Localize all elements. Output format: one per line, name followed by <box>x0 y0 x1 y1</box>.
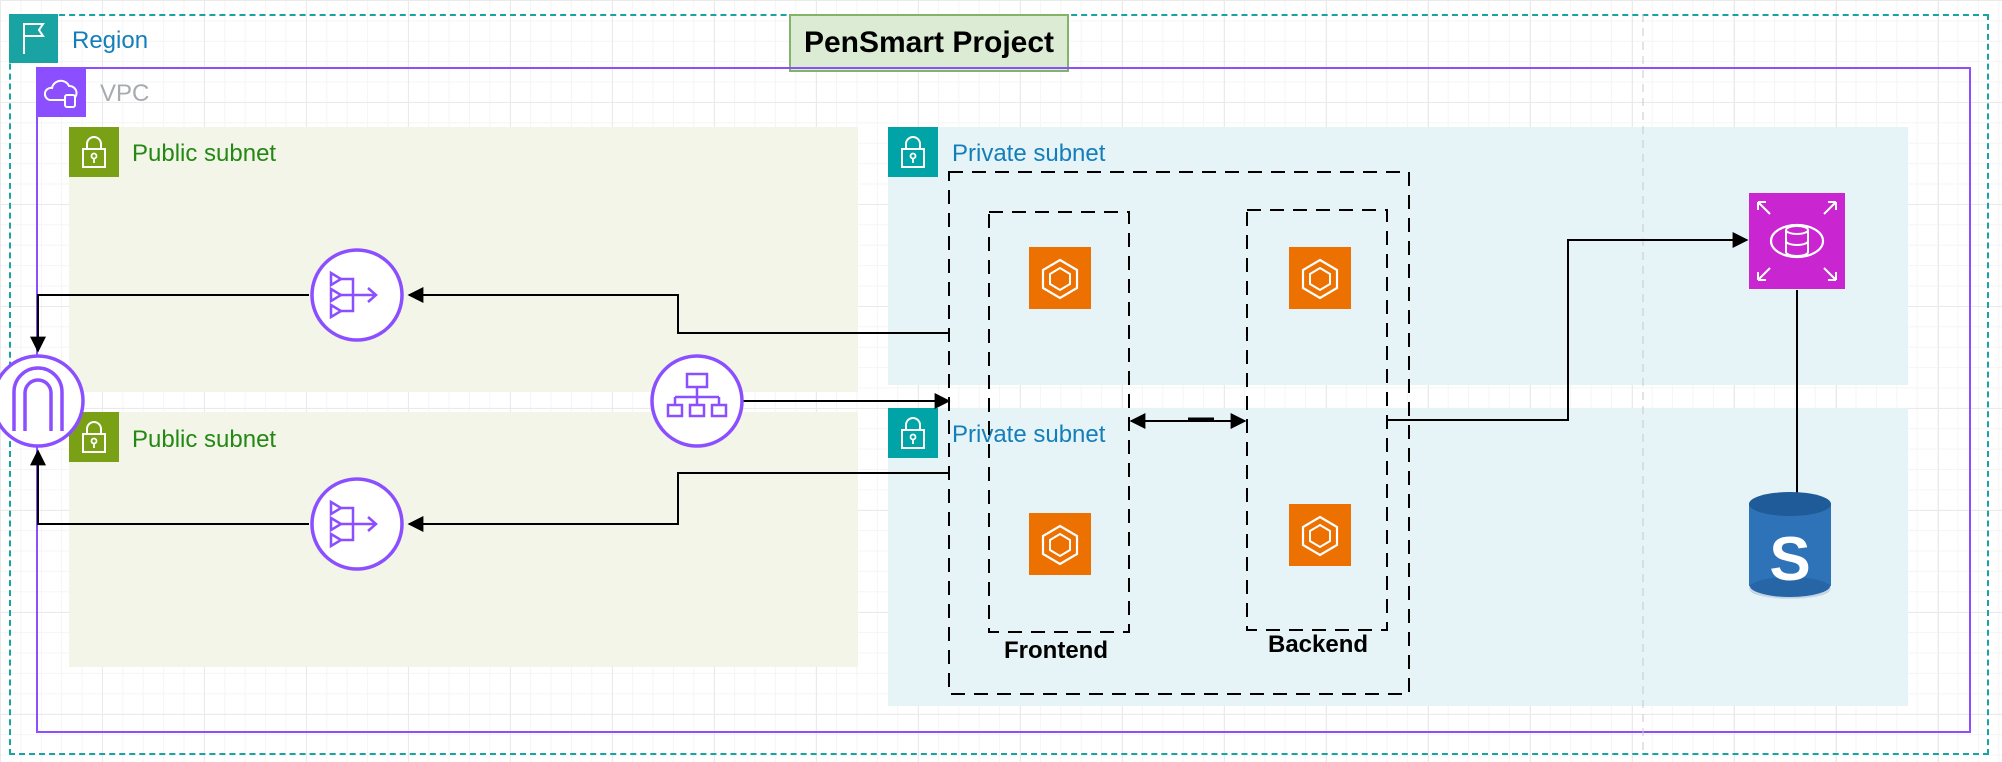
padlock-icon <box>888 127 938 177</box>
ecs-container-icon <box>1289 504 1351 566</box>
cluster-to-nat-top-arrow <box>407 287 949 334</box>
padlock-icon <box>69 127 119 177</box>
private-subnet-label: Private subnet <box>952 421 1106 448</box>
svg-text:S: S <box>1769 525 1810 594</box>
nat-gateway-icon <box>310 248 404 342</box>
nat-top-to-igw-arrow <box>30 294 309 353</box>
public-subnet-2 <box>69 412 858 667</box>
frontend-label: Frontend <box>1004 637 1108 664</box>
public-subnet-1 <box>69 127 858 392</box>
nat-gateway-icon <box>310 477 404 571</box>
rds-database-icon <box>1749 193 1845 289</box>
ecs-container-icon <box>1029 247 1091 309</box>
padlock-icon <box>888 408 938 458</box>
frontend-group-boundary <box>988 211 1130 633</box>
vpc-cloud-icon <box>36 67 86 117</box>
nat-bottom-to-igw-arrow <box>30 449 309 525</box>
load-balancer-icon <box>650 354 744 448</box>
region-flag-icon <box>9 14 58 63</box>
service-cluster-boundary <box>948 171 1410 695</box>
cluster-to-nat-bottom-arrow <box>407 472 949 532</box>
internet-gateway-icon <box>0 354 85 448</box>
backend-to-db-arrow <box>1387 232 1749 421</box>
region-label: Region <box>72 27 149 54</box>
public-subnet-label: Public subnet <box>132 426 277 453</box>
ecs-container-icon <box>1289 247 1351 309</box>
ecs-container-icon <box>1029 513 1091 575</box>
private-subnet-label: Private subnet <box>952 140 1106 167</box>
s3-bucket-icon: S <box>1748 492 1832 599</box>
public-subnet-label: Public subnet <box>132 140 277 167</box>
diagram-title: PenSmart Project <box>789 14 1069 72</box>
vpc-label: VPC <box>100 80 150 107</box>
backend-label: Backend <box>1268 631 1369 658</box>
